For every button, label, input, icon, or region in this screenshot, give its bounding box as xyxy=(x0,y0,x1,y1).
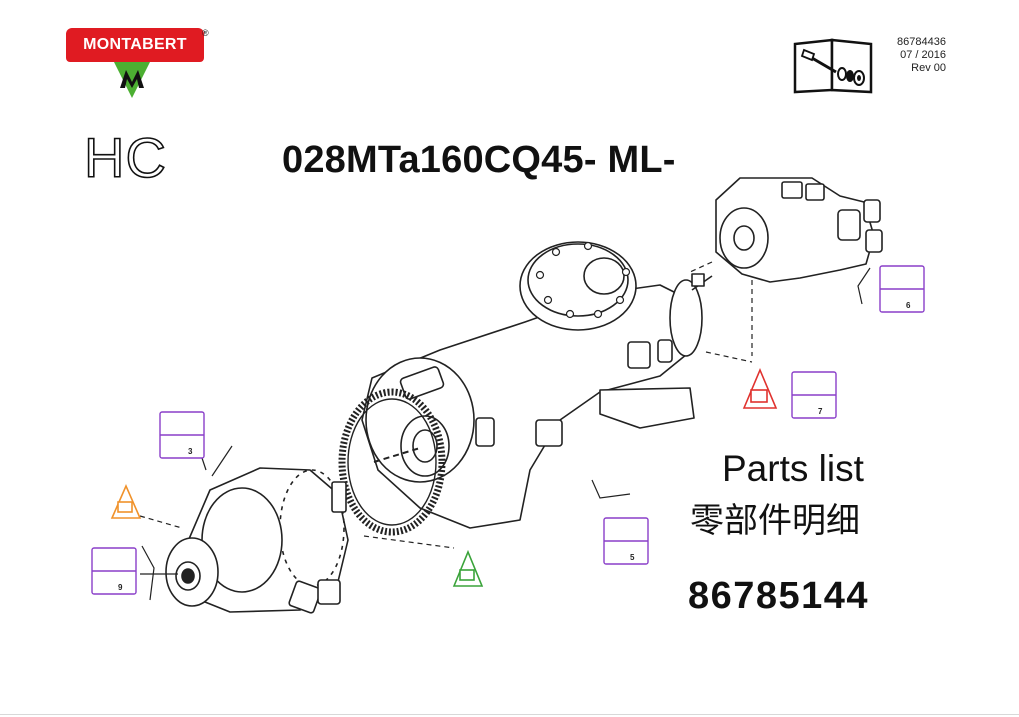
manual-book-icon xyxy=(793,38,873,94)
m-emblem-icon xyxy=(114,62,150,98)
parts-list-title: Parts list xyxy=(722,448,864,489)
footer-divider xyxy=(0,714,1019,715)
right-flange xyxy=(669,279,703,357)
montabert-logo: MONTABERT ® xyxy=(66,28,214,104)
top-cap xyxy=(583,257,625,295)
ring-gear xyxy=(338,388,446,536)
document-number: 86784436 xyxy=(897,36,946,48)
parts-list-title-chinese: 零部件明细 xyxy=(690,501,860,541)
document-reference: 86784436 07 / 2016 Rev 00 xyxy=(876,36,946,75)
ref-label-3: 3 xyxy=(188,447,193,456)
fitting-left xyxy=(475,417,495,447)
ref-label-7: 7 xyxy=(818,407,823,416)
ref-label-9: 9 xyxy=(118,583,123,592)
document-date: 07 / 2016 xyxy=(900,49,946,61)
housing-base xyxy=(599,387,695,429)
green-kit-icon xyxy=(452,549,484,587)
parts-list-number: 86785144 xyxy=(688,575,870,617)
document-revision: Rev 00 xyxy=(911,62,946,74)
orange-kit-icon xyxy=(110,484,142,519)
ref-label-5: 5 xyxy=(630,553,635,562)
ref-label-6: 6 xyxy=(906,301,911,310)
model-code: 028MTa160CQ45- ML- xyxy=(282,139,676,181)
registered-mark: ® xyxy=(202,28,209,38)
logo-banner: MONTABERT xyxy=(66,28,204,62)
red-kit-icon xyxy=(742,367,778,409)
series-title: HC xyxy=(83,126,167,189)
